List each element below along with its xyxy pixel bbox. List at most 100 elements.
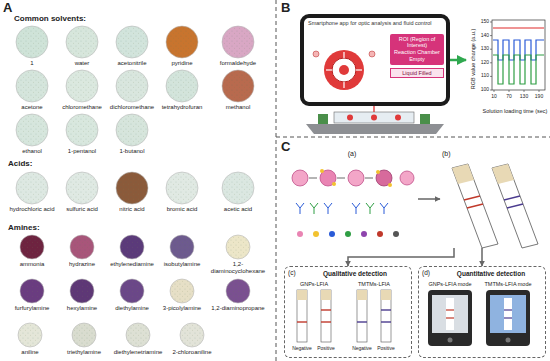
- probe-synthesis-part: [345, 231, 351, 237]
- sample-circle: [169, 278, 195, 304]
- sample-fill: [66, 26, 98, 58]
- sample-circle: [221, 25, 255, 59]
- sample-spot: tetrahydrofuran: [155, 70, 209, 111]
- sample-fill: [16, 26, 48, 58]
- node-text: (b): [442, 150, 462, 158]
- sample-circle: [19, 278, 45, 304]
- tick-label: 10: [487, 94, 501, 100]
- sample-fill: [66, 70, 98, 102]
- sample-spot: 1,2-diaminocyclohexane: [206, 235, 270, 274]
- sample-spot: hexylamine: [55, 279, 109, 312]
- sample-texture: [181, 324, 204, 347]
- connector-arrow: [348, 248, 454, 266]
- strip-reader-part: [446, 298, 454, 330]
- sample-fill: [120, 279, 144, 303]
- sample-circle: [225, 234, 251, 260]
- probe-synthesis-part: [348, 170, 364, 186]
- node-text: Empty: [393, 56, 441, 62]
- sample-texture: [67, 71, 98, 102]
- sample-circle: [169, 234, 195, 260]
- sample-texture: [121, 236, 144, 259]
- node-text: Positive: [374, 346, 398, 352]
- sample-fill: [116, 70, 148, 102]
- line-chart-plot-part-part: [490, 90, 492, 91]
- tick-label: 190: [532, 94, 546, 100]
- line-chart-plot-part-part: [490, 62, 492, 63]
- sample-spot: acetonitrile: [105, 26, 159, 67]
- sample-fill: [166, 172, 198, 204]
- sample-fill: [72, 323, 96, 347]
- node-text: TMTMs-LFIA mode: [479, 281, 537, 287]
- qualitative-strips-part: [381, 290, 391, 342]
- sample-fill: [222, 172, 254, 204]
- sample-fill: [222, 70, 254, 102]
- sample-spot: furfurylamine: [5, 279, 59, 312]
- chip-stage-part: [334, 112, 414, 123]
- probe-synthesis-part-part: [296, 203, 304, 214]
- sample-texture: [223, 71, 254, 102]
- chip-stage: [306, 106, 444, 134]
- sample-texture: [223, 173, 254, 204]
- microfluidic-disc-part: [369, 51, 375, 57]
- line-chart-plot-part-part: [490, 35, 492, 36]
- node-text: 1,2-diaminopropane: [206, 305, 270, 312]
- sample-spot: acetone: [5, 70, 59, 111]
- sample-texture: [167, 71, 198, 102]
- sample-circle: [115, 113, 149, 147]
- line-chart-plot-part-part: [524, 90, 525, 92]
- probe-synthesis-part: [292, 170, 308, 186]
- sample-spot: 2-chloroaniline: [165, 323, 219, 356]
- strip-reader-part: [446, 309, 454, 310]
- sample-circle: [15, 69, 49, 103]
- sample-circle: [165, 69, 199, 103]
- strip-reader-part: [486, 290, 530, 346]
- sample-spot: sulfuric acid: [55, 172, 109, 213]
- qualitative-strips-part: [297, 290, 307, 300]
- sample-texture: [227, 236, 250, 259]
- qualitative-strips-part: [297, 290, 307, 342]
- node-text: GNPs-LFIA mode: [421, 281, 479, 287]
- node-text: Negative: [290, 346, 314, 352]
- test-strips-part: [452, 164, 474, 184]
- sample-texture: [21, 280, 44, 303]
- node-text: Reaction Chamber: [393, 49, 441, 55]
- panel-divider-part: [276, 137, 550, 138]
- tick-label: 100: [474, 87, 489, 93]
- tick-label: 110: [474, 73, 489, 79]
- node-text: 1-butanol: [105, 148, 159, 155]
- sample-texture: [117, 71, 148, 102]
- status-box: Liquid Filled: [390, 68, 444, 78]
- probe-synthesis-part: [297, 231, 303, 237]
- sample-fill: [20, 235, 44, 259]
- sample-texture: [227, 280, 250, 303]
- strip-reader-part: [504, 317, 512, 318]
- panel-region: (a): [286, 150, 418, 248]
- test-strips-part: [464, 196, 480, 200]
- sample-texture: [17, 173, 48, 204]
- test-strips-part: [507, 204, 523, 208]
- probe-synthesis-part-part: [337, 178, 345, 179]
- sample-spot: 1-pentanol: [55, 114, 109, 155]
- chip-stage-part: [347, 115, 353, 121]
- line-chart-plot-part-part: [490, 49, 492, 50]
- qualitative-strips-part: [321, 290, 331, 342]
- sample-fill: [180, 323, 204, 347]
- sample-texture: [117, 27, 148, 58]
- tick-label: 120: [474, 60, 489, 66]
- dashed-box: (d)Quantitative detectionGNPs-LFIA modeT…: [418, 266, 546, 358]
- sample-circle: [165, 25, 199, 59]
- panel-letter: C: [281, 140, 295, 154]
- sample-spot: methanol: [206, 70, 270, 111]
- probe-synthesis-part-part: [324, 203, 332, 214]
- sample-texture: [171, 236, 194, 259]
- sample-circle: [221, 171, 255, 205]
- node-text: diethylamine: [105, 305, 159, 312]
- test-strips: [452, 164, 538, 248]
- line-chart-plot-part-part: [509, 90, 510, 92]
- panel-letter: A: [3, 1, 17, 15]
- strip-reader-part: [506, 338, 511, 343]
- sample-circle: [115, 69, 149, 103]
- microfluidic-disc-part: [326, 69, 332, 70]
- sample-circle: [225, 278, 251, 304]
